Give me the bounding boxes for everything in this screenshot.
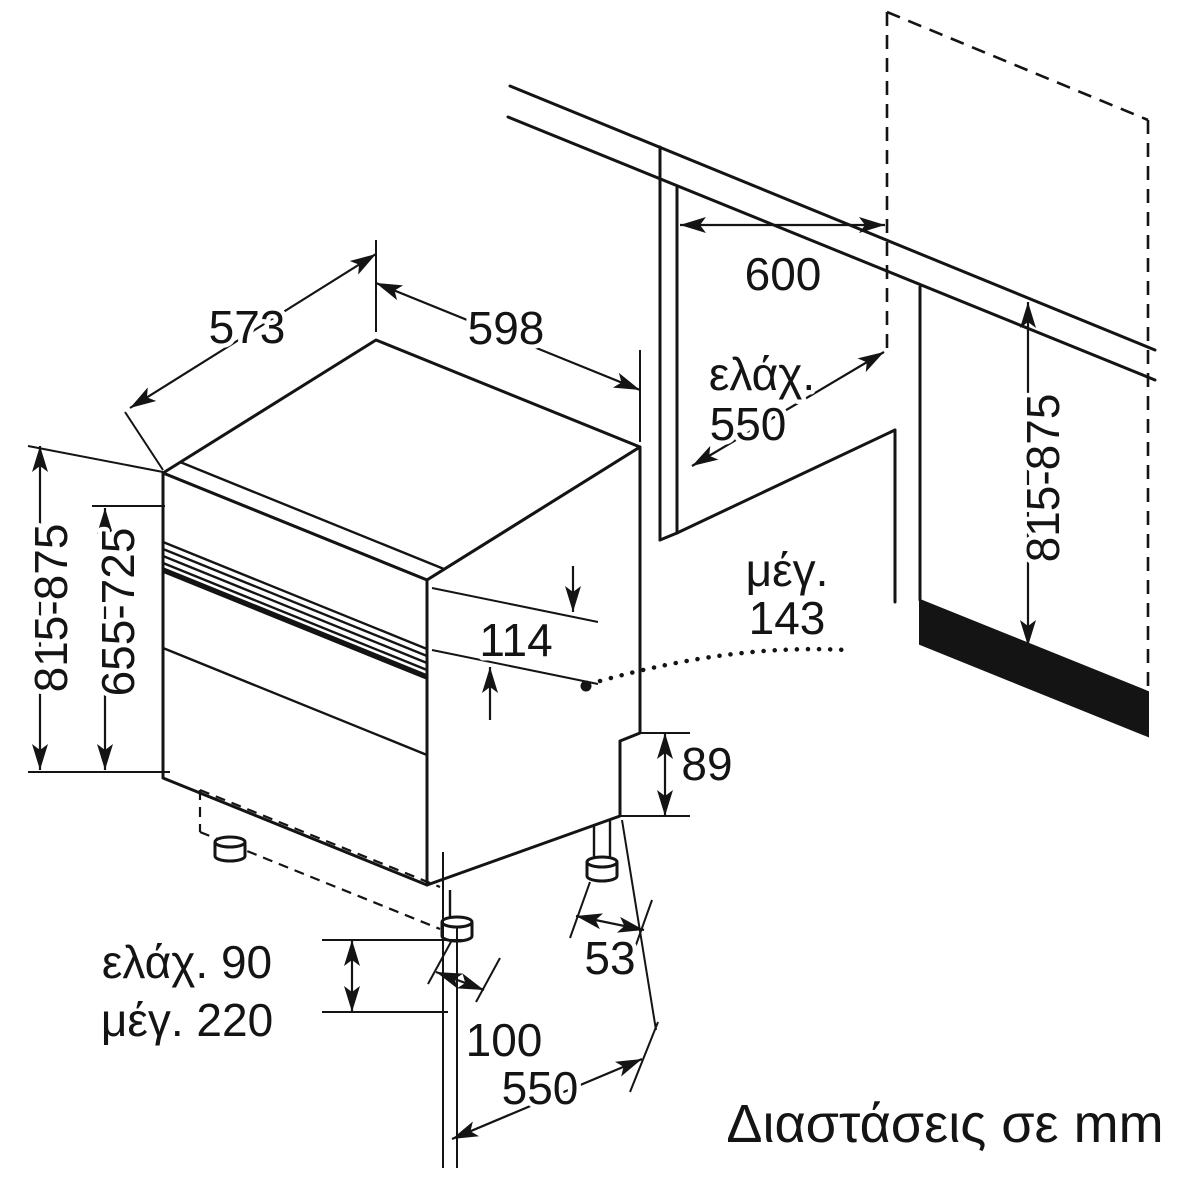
cabinet-plinth: [919, 598, 1149, 738]
dim-label-550-min: 550: [710, 398, 787, 450]
dim-label-53: 53: [584, 932, 635, 984]
dimension-door-max: μέγ. 143: [580, 540, 849, 692]
dimension-niche-min-depth: ελάχ. 550: [691, 344, 885, 467]
control-panel-lines: [161, 540, 429, 757]
dimension-rear-foot-inset: 53: [569, 819, 657, 1031]
dim-label-89: 89: [681, 738, 732, 790]
dim-label-plinth-min: ελάχ. 90: [102, 936, 272, 988]
dim-label-min: ελάχ.: [709, 348, 815, 400]
dim-label-598: 598: [468, 302, 545, 354]
dim-label-573: 573: [209, 301, 286, 353]
dimension-niche-height-right: 815-875: [1013, 302, 1074, 646]
dimension-rear-base-height: 89: [620, 732, 737, 817]
dimension-base-depth: 550: [451, 1021, 659, 1141]
worktop: [506, 84, 1157, 382]
dim-label-815-875-left: 815-875: [25, 524, 77, 693]
dim-label-114: 114: [479, 614, 552, 666]
cabinet-dashed-outline: [885, 10, 1150, 690]
dimension-width-top: 598: [375, 281, 641, 442]
dim-label-655-725: 655-725: [92, 528, 144, 697]
foot-front-left: [213, 835, 247, 863]
dim-label-143: 143: [749, 592, 826, 644]
dimension-worktop-depth: 600: [680, 217, 885, 305]
dimension-plinth-height: ελάχ. 90 μέγ. 220: [96, 932, 462, 1051]
units-note: Διαστάσεις σε mm: [726, 1094, 1163, 1154]
dim-label-max: μέγ.: [746, 544, 829, 596]
foot-rear-right: [585, 819, 619, 883]
foot-front-right: [440, 890, 474, 943]
dim-label-plinth-max: μέγ. 220: [101, 994, 273, 1046]
dimension-panel-height: 114: [431, 566, 599, 720]
dim-label-100: 100: [466, 1014, 543, 1066]
dimension-front-foot-inset: 100: [427, 852, 547, 1168]
dimension-height-left: 815-875 655-725: [21, 445, 170, 773]
dim-label-815-875-right: 815-875: [1017, 394, 1069, 563]
dim-label-550-base: 550: [502, 1062, 579, 1114]
dim-label-600: 600: [745, 248, 822, 300]
